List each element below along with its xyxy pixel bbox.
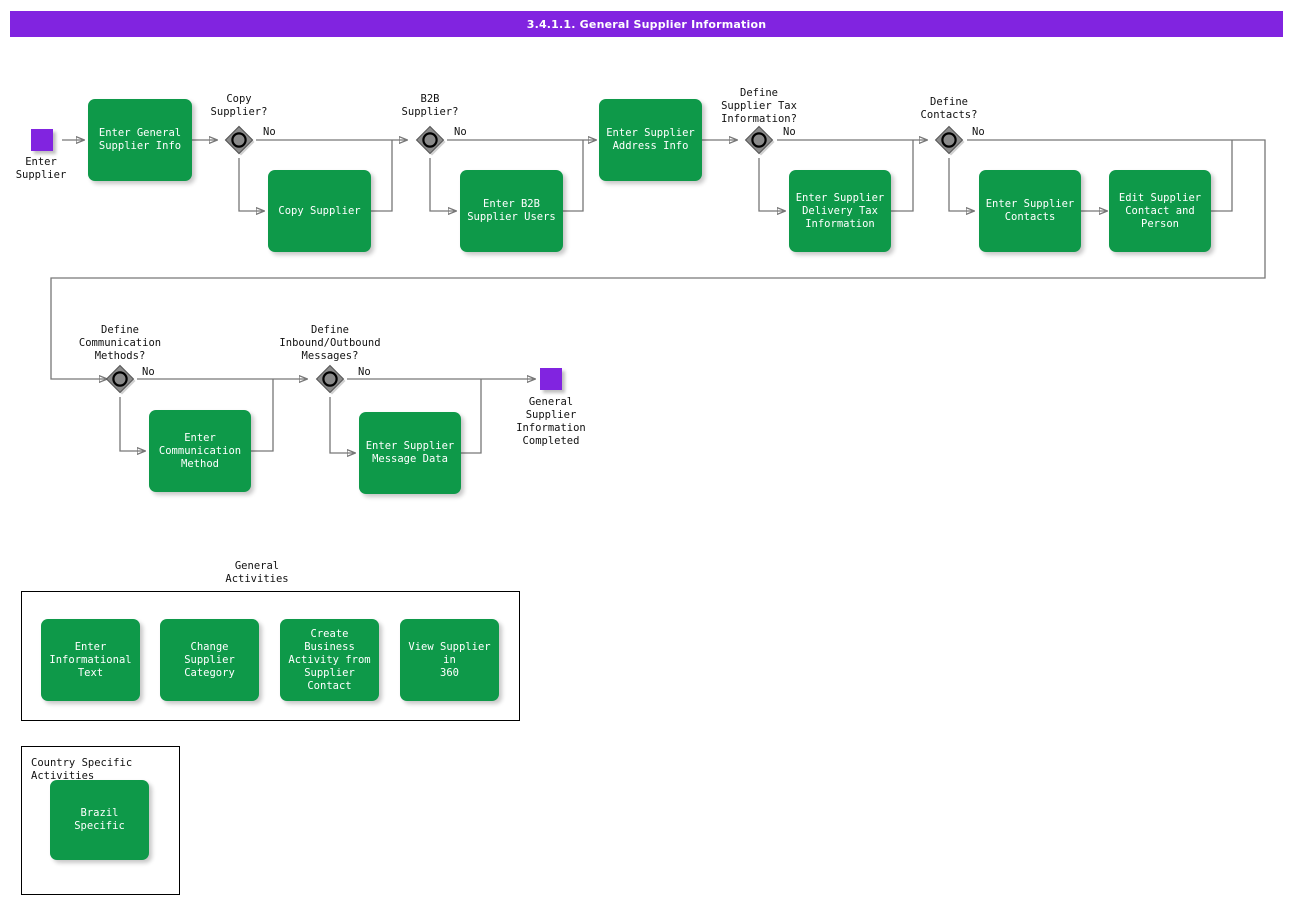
gateway-copy-supplier-label: Copy Supplier? <box>210 93 268 118</box>
end-event[interactable] <box>540 368 562 390</box>
gateway-communication-methods-label: Define Communication Methods? <box>78 324 162 362</box>
group-country-specific-activities-title: Country Specific Activities <box>31 757 133 782</box>
task-enter-communication-method[interactable]: Enter Communication Method <box>149 410 251 492</box>
start-event-label: Enter Supplier <box>15 156 67 181</box>
gateway-contacts[interactable] <box>932 123 966 157</box>
gateway-inbound-outbound-messages[interactable] <box>313 362 347 396</box>
task-enter-supplier-message-data[interactable]: Enter Supplier Message Data <box>359 412 461 494</box>
flow-label-copy-supplier-no: No <box>263 126 276 138</box>
gateway-supplier-tax[interactable] <box>742 123 776 157</box>
gateway-contacts-label: Define Contacts? <box>920 96 978 121</box>
end-event-label: General Supplier Information Completed <box>516 396 586 447</box>
group-general-activities <box>21 591 520 721</box>
group-country-specific-activities <box>21 746 180 895</box>
task-enter-supplier-contacts[interactable]: Enter Supplier Contacts <box>979 170 1081 252</box>
flow-label-communication-methods-no: No <box>142 366 155 378</box>
gateway-b2b-supplier-label: B2B Supplier? <box>401 93 459 118</box>
flow-label-b2b-supplier-no: No <box>454 126 467 138</box>
task-enter-supplier-delivery-tax-information[interactable]: Enter Supplier Delivery Tax Information <box>789 170 891 252</box>
task-enter-b2b-supplier-users[interactable]: Enter B2B Supplier Users <box>460 170 563 252</box>
page-title: 3.4.1.1. General Supplier Information <box>526 17 767 31</box>
start-event[interactable] <box>31 129 53 151</box>
flow-label-supplier-tax-no: No <box>783 126 796 138</box>
page-title-bar: 3.4.1.1. General Supplier Information <box>10 11 1283 37</box>
task-copy-supplier[interactable]: Copy Supplier <box>268 170 371 252</box>
task-create-business-activity-from-supplier-contact[interactable]: Create Business Activity from Supplier C… <box>280 619 379 701</box>
gateway-inbound-outbound-messages-label: Define Inbound/Outbound Messages? <box>279 324 381 362</box>
gateway-supplier-tax-label: Define Supplier Tax Information? <box>721 87 797 125</box>
gateway-b2b-supplier[interactable] <box>413 123 447 157</box>
task-view-supplier-in-360[interactable]: View Supplier in 360 <box>400 619 499 701</box>
task-enter-general-supplier-info[interactable]: Enter General Supplier Info <box>88 99 192 181</box>
gateway-copy-supplier[interactable] <box>222 123 256 157</box>
flow-label-inbound-outbound-messages-no: No <box>358 366 371 378</box>
task-edit-supplier-contact-and-person[interactable]: Edit Supplier Contact and Person <box>1109 170 1211 252</box>
task-enter-supplier-address-info[interactable]: Enter Supplier Address Info <box>599 99 702 181</box>
gateway-communication-methods[interactable] <box>103 362 137 396</box>
task-change-supplier-category[interactable]: Change Supplier Category <box>160 619 259 701</box>
flow-label-contacts-no: No <box>972 126 985 138</box>
task-brazil-specific[interactable]: Brazil Specific <box>50 780 149 860</box>
task-enter-informational-text[interactable]: Enter Informational Text <box>41 619 140 701</box>
group-general-activities-title: General Activities <box>225 560 289 585</box>
